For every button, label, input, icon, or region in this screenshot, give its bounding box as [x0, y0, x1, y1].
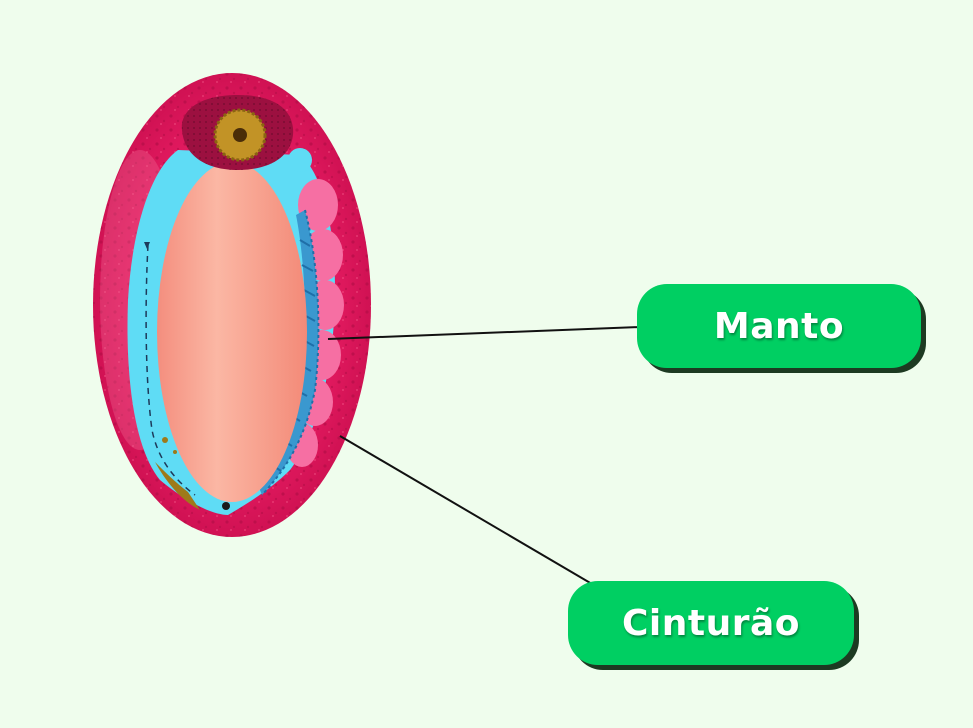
mouth: [213, 108, 267, 162]
deposit-dot: [162, 437, 168, 443]
flow-line: [145, 244, 196, 496]
label-cinturao-text: Cinturão: [621, 602, 800, 644]
deposit-dot: [173, 450, 177, 454]
label-manto: Manto: [637, 284, 921, 368]
label-manto-text: Manto: [713, 305, 845, 347]
foot: [157, 162, 307, 502]
leader-line-cinturao: [339, 435, 593, 585]
label-cinturao: Cinturão: [568, 581, 854, 665]
anus-dot: [222, 502, 230, 510]
flow-arrow: [144, 242, 150, 249]
lower-deposit: [155, 462, 200, 510]
leader-line-manto: [327, 326, 641, 340]
